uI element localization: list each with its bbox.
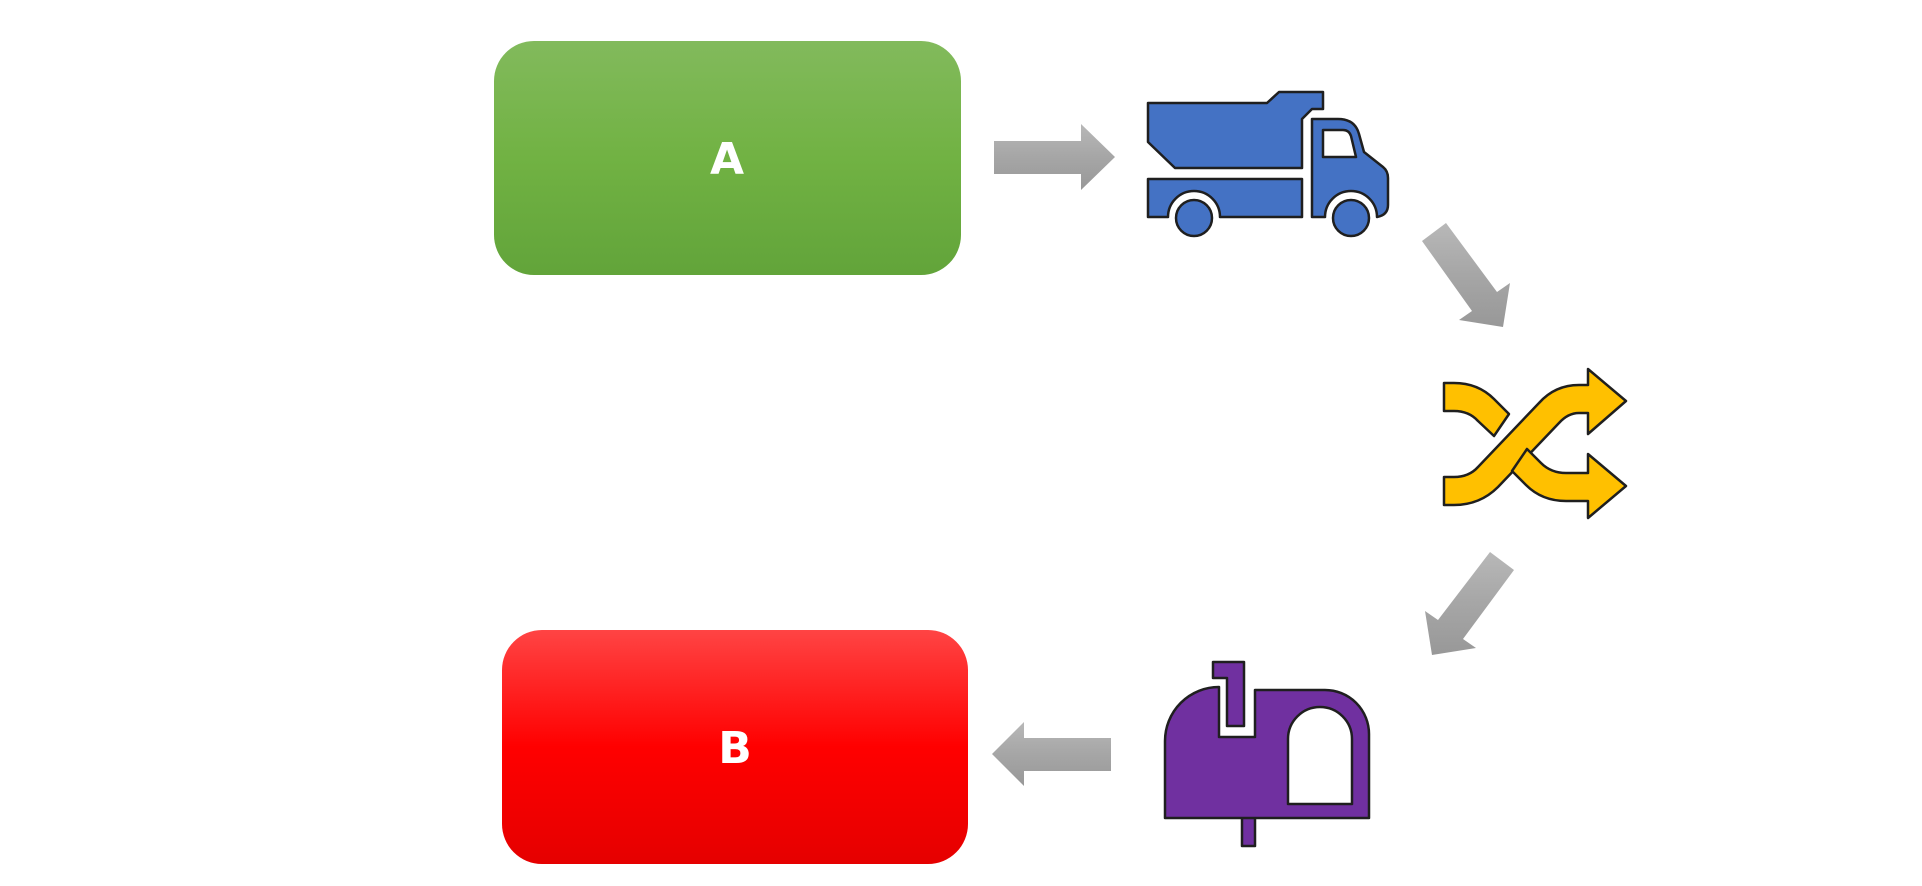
node-b-label: B (718, 723, 752, 774)
node-a: A (494, 41, 961, 275)
node-a-box (494, 41, 961, 275)
arrow-a-to-truck (994, 124, 1115, 190)
node-a-label: A (710, 134, 744, 185)
mailbox-icon (1163, 660, 1371, 848)
arrow-mailbox-to-b (992, 722, 1111, 786)
arrow-truck-to-shuffle (1422, 223, 1510, 327)
shuffle-icon (1442, 367, 1628, 520)
node-b-box (502, 630, 968, 864)
arrow-shuffle-to-mailbox (1425, 552, 1514, 655)
node-b: B (502, 630, 968, 864)
dump-truck-icon (1146, 90, 1390, 238)
